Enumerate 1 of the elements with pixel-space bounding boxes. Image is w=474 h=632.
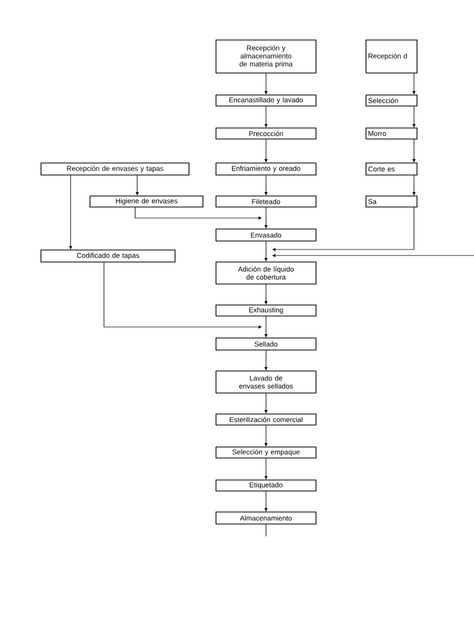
arrow — [272, 207, 414, 252]
